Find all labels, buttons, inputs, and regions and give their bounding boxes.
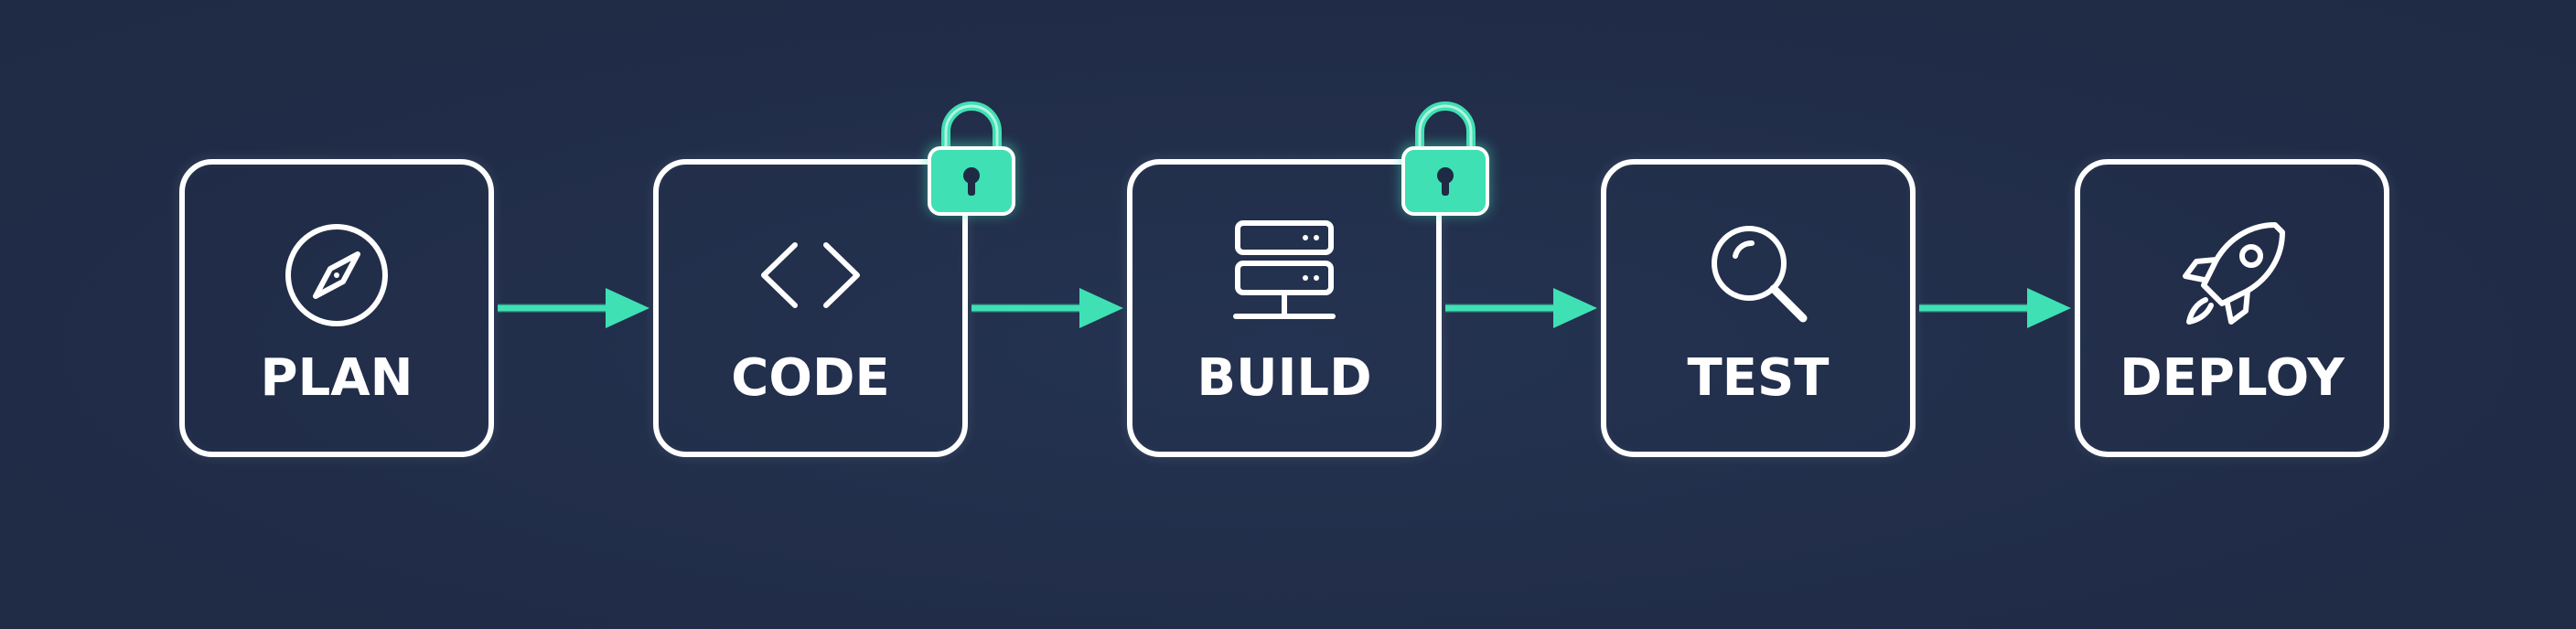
stage-label: PLAN	[260, 348, 413, 408]
padlock-icon	[1398, 97, 1493, 221]
arrow-right-icon	[968, 285, 1127, 331]
arrow-right-icon	[1916, 285, 2075, 331]
arrow-right-icon	[1442, 285, 1601, 331]
stage-label: BUILD	[1197, 348, 1372, 408]
stage-label: DEPLOY	[2120, 348, 2345, 408]
magnifier-icon	[1699, 216, 1818, 335]
stage-deploy: DEPLOY	[2075, 159, 2389, 457]
arrow-right-icon	[494, 285, 653, 331]
stage-label: TEST	[1687, 348, 1830, 408]
stage-test: TEST	[1601, 159, 1916, 457]
stage-code: CODE	[653, 159, 968, 457]
compass-icon	[277, 216, 396, 335]
rocket-icon	[2173, 216, 2292, 335]
stage-label: CODE	[731, 348, 890, 408]
code-brackets-icon	[751, 216, 870, 335]
stage-build: BUILD	[1127, 159, 1442, 457]
padlock-icon	[924, 97, 1019, 221]
server-stack-icon	[1225, 216, 1344, 335]
stage-plan: PLAN	[179, 159, 494, 457]
